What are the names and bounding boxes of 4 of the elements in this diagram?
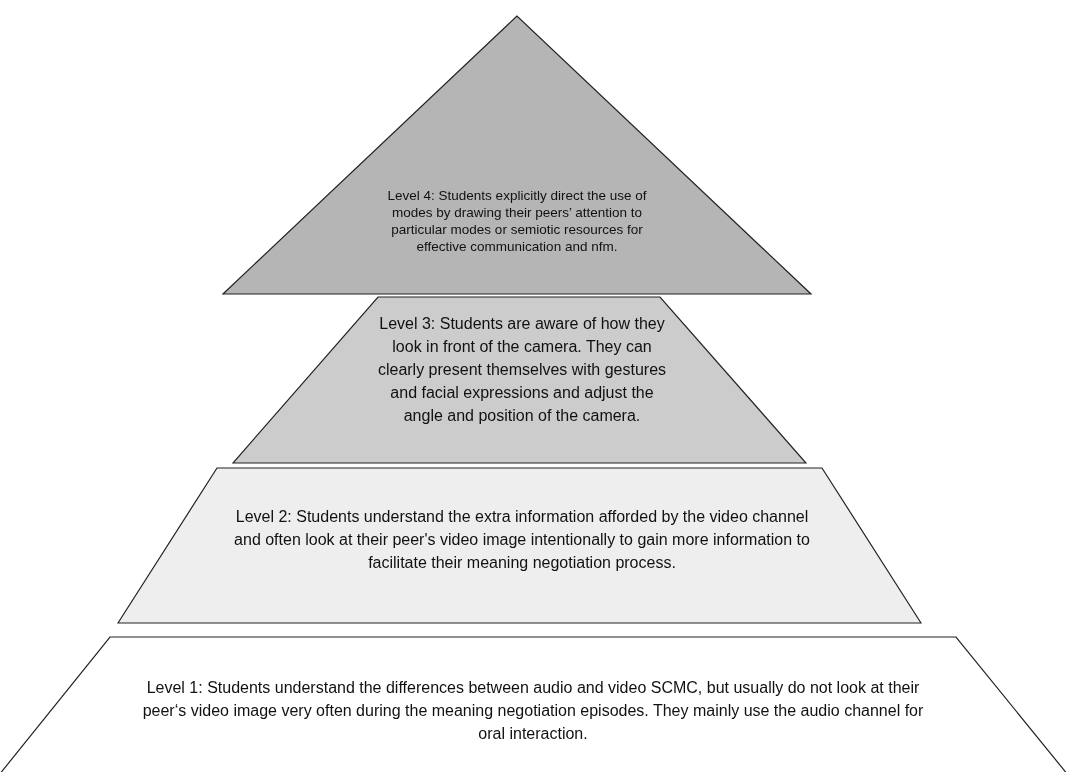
level-description: Level 3: Students are aware of how they look in front of the camera. They can clearly present themselves with gestures and facial expressions and adjust the angle and position of the camera.	[376, 314, 668, 426]
level-description: Level 1: Students understand the differences between audio and video SCMC, but usually do not look at their peer‘s video image very often during the meaning negotiation episodes. They mainly use the audio channel for oral interaction.	[141, 678, 925, 744]
level-description: Level 2: Students understand the extra information afforded by the video channel and often look at their peer's video image intentionally to gain more information to facilitate their meaning negotiation process.	[233, 507, 811, 573]
level-description: Level 4: Students explicitly direct the use of modes by drawing their peers’ attention to particular modes or semiotic resources for effective communication and nfm.	[387, 187, 647, 255]
